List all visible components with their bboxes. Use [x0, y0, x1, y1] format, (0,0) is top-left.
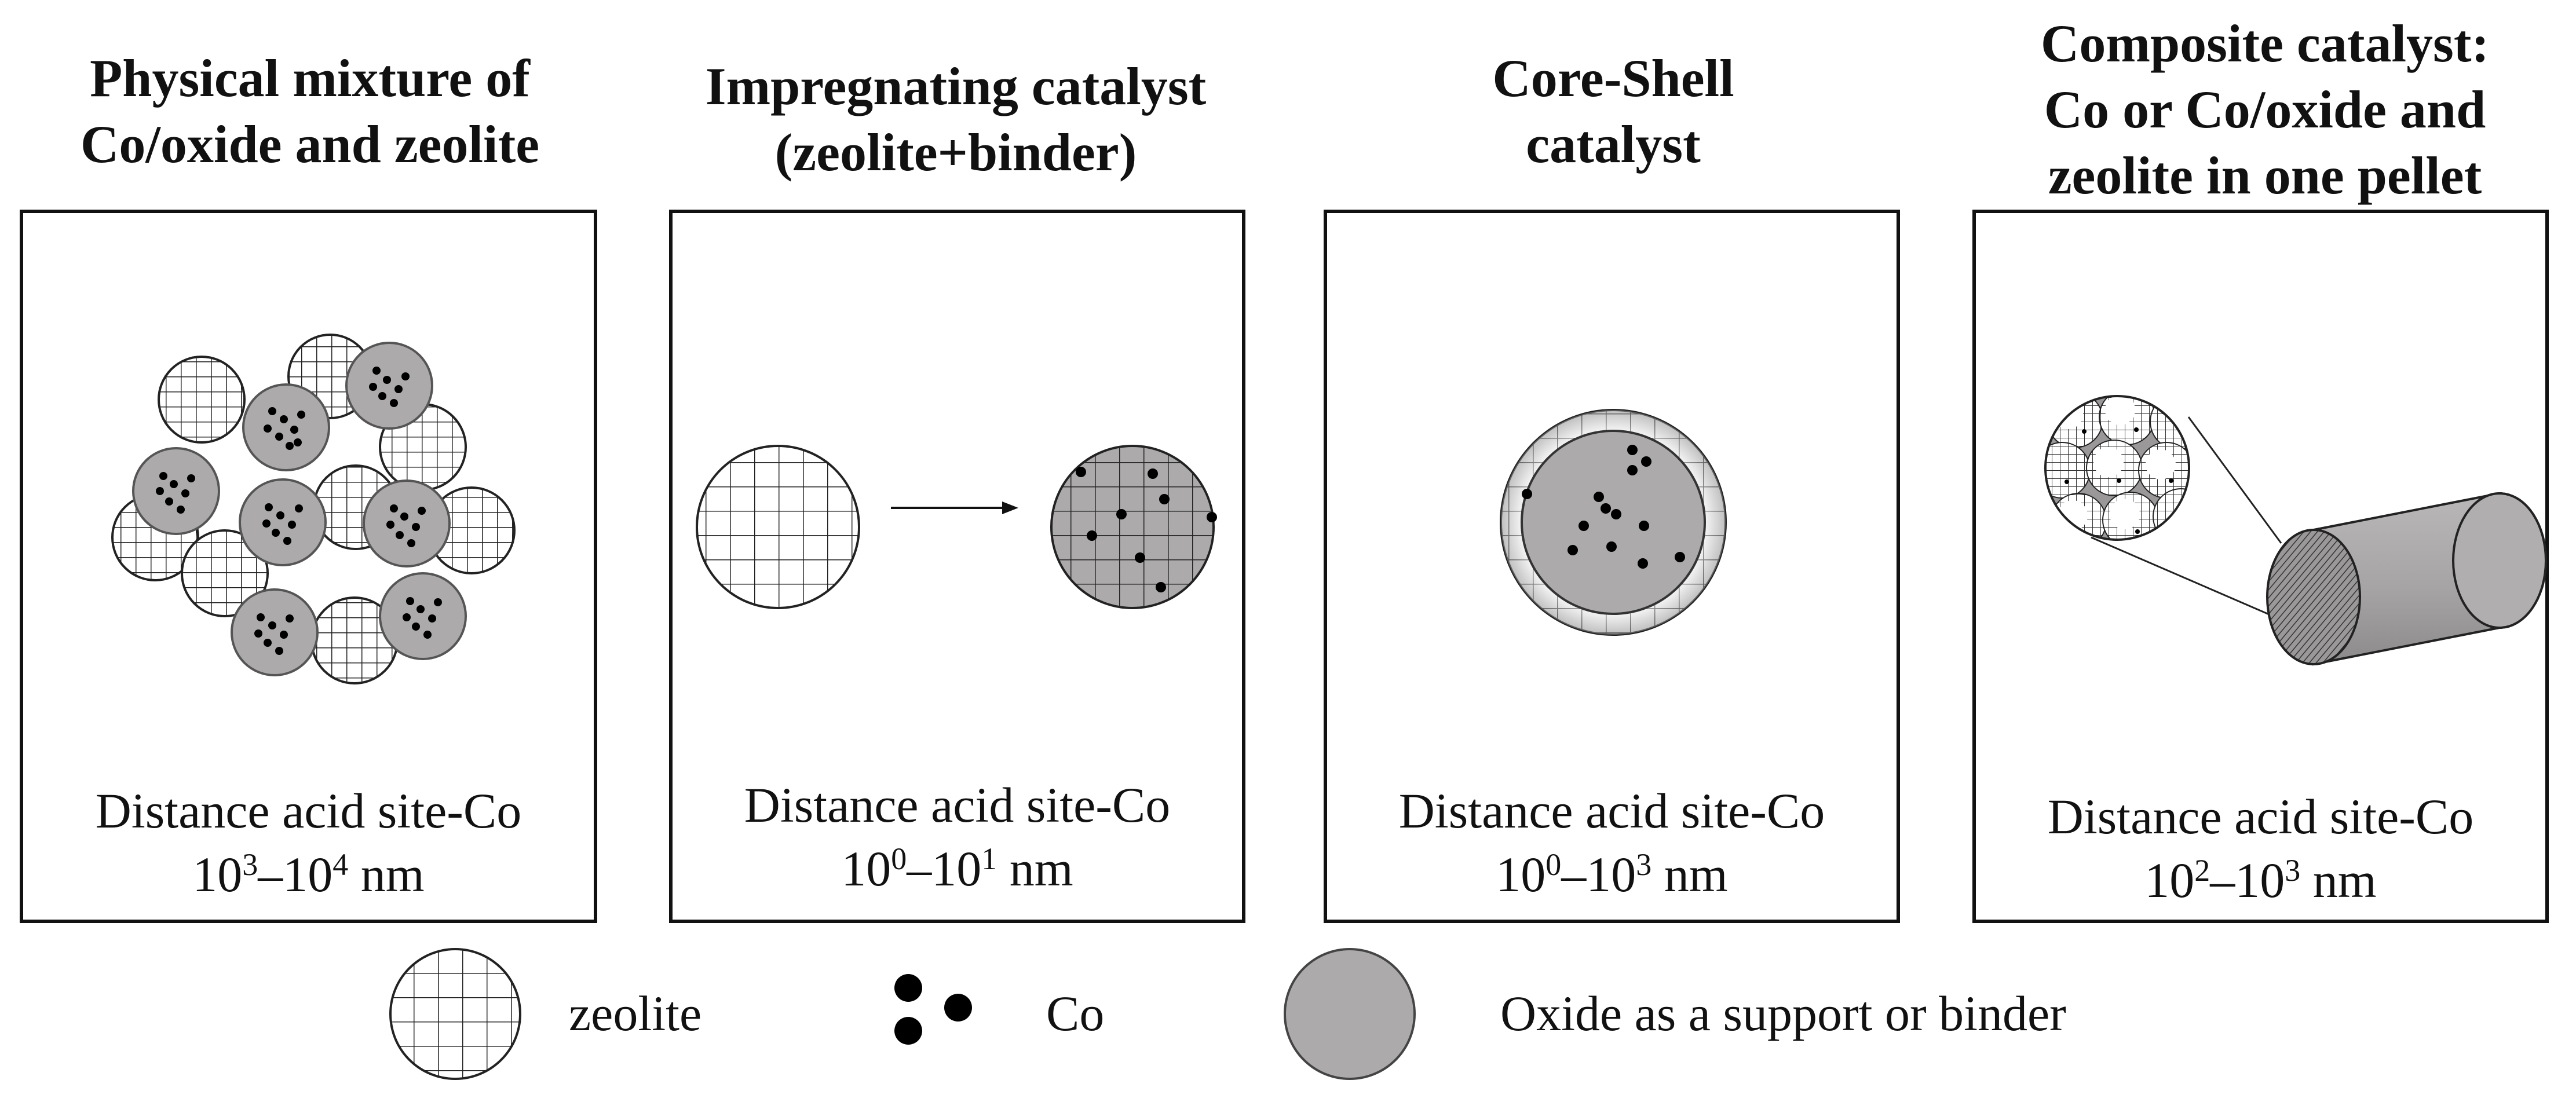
co-oxide-particle [363, 479, 451, 568]
distance-range: 102–103 nm [2144, 852, 2377, 908]
arrow-head [1002, 501, 1018, 514]
co-dots-panel-2 [1076, 467, 1217, 592]
physical-mixture-illustration [111, 334, 516, 684]
co-dots-panel-3 [1522, 445, 1685, 569]
distance-label: Distance acid site-Co [2047, 789, 2474, 844]
panel-3-title: Core-Shell catalyst [1324, 45, 1903, 177]
core-shell-illustration [1500, 409, 1727, 636]
legend-oxide-symbol [1284, 948, 1416, 1080]
distance-range: 103–104 nm [192, 847, 425, 902]
co-dots-panel-1 [156, 367, 442, 655]
legend-zeolite-symbol [389, 948, 521, 1080]
panel-1-title-line: Co/oxide and zeolite [80, 115, 540, 174]
panel-4-title-line: Composite catalyst: [2040, 14, 2490, 73]
legend-symbols [389, 948, 1416, 1080]
panel-2-distance: Distance acid site-Co 100–101 nm [669, 773, 1245, 900]
panel-3-distance: Distance acid site-Co 100–103 nm [1324, 779, 1900, 906]
co-oxide-particle [242, 383, 330, 471]
co-oxide-particle [231, 588, 319, 676]
distance-label: Distance acid site-Co [1398, 783, 1825, 839]
panel-1-distance: Distance acid site-Co 103–104 nm [20, 779, 597, 906]
panel-2-title-line: Impregnating catalyst [705, 57, 1207, 116]
zoom-line [2187, 416, 2282, 544]
distance-range: 100–101 nm [841, 841, 1073, 896]
composite-illustration [2044, 395, 2547, 666]
panel-4-distance: Distance acid site-Co 102–103 nm [1972, 785, 2549, 912]
co-oxide-particle [239, 478, 327, 566]
co-oxide-particle [132, 447, 220, 535]
zoomed-composite [2045, 396, 2189, 540]
legend-oxide-label: Oxide as a support or binder [1500, 986, 2066, 1041]
zeolite-binder-particle [696, 445, 860, 609]
panel-1-title: Physical mixture of Co/oxide and zeolite [17, 45, 602, 177]
panel-4-title: Composite catalyst: Co or Co/oxide and z… [1970, 10, 2560, 208]
co-oxide-particle [345, 342, 433, 430]
zeolite-particle [158, 356, 246, 444]
impregnated-particle [1050, 445, 1215, 609]
panel-4-title-line: zeolite in one pellet [2048, 146, 2482, 205]
co-oxide-particle [379, 572, 467, 660]
legend-zeolite-label: zeolite [569, 986, 702, 1041]
zoom-line [2091, 536, 2282, 621]
pellet-cylinder [2266, 492, 2547, 666]
zeolite-particle [181, 529, 269, 617]
distance-label: Distance acid site-Co [95, 783, 522, 839]
distance-range: 100–103 nm [1496, 847, 1728, 902]
panel-2-title-line: (zeolite+binder) [774, 123, 1137, 182]
legend-co-symbol [894, 974, 972, 1045]
panel-3-title-line: catalyst [1526, 115, 1701, 174]
pellet-cap [2266, 529, 2361, 665]
panel-3-title-line: Core-Shell [1492, 49, 1734, 108]
distance-label: Distance acid site-Co [744, 777, 1171, 833]
panel-2-title: Impregnating catalyst (zeolite+binder) [666, 53, 1245, 185]
panel-1-title-line: Physical mixture of [90, 49, 530, 108]
panel-4-title-line: Co or Co/oxide and [2044, 80, 2486, 139]
impregnating-illustration [696, 445, 1217, 609]
panel-1-frame [20, 210, 597, 923]
oxide-core [1521, 430, 1706, 615]
legend-co-label: Co [1046, 986, 1105, 1041]
